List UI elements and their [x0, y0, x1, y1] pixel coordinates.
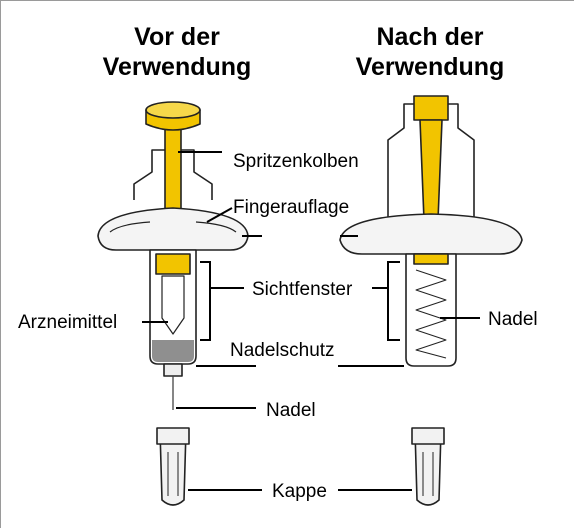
leader-fingerauflage — [206, 207, 233, 223]
bracket-left — [200, 261, 211, 341]
barrel-after — [405, 253, 457, 367]
label-nadel-right: Nadel — [488, 309, 538, 330]
label-sichtfenster: Sichtfenster — [252, 279, 353, 300]
stopper — [155, 253, 191, 275]
leader-lines — [142, 151, 480, 491]
label-spritzenkolben: Spritzenkolben — [233, 151, 359, 172]
heading-after: Nach der Verwendung — [325, 22, 535, 82]
plunger-head-after — [413, 95, 449, 121]
plunger-rod-after — [419, 119, 443, 221]
label-nadel-left: Nadel — [266, 400, 316, 421]
medicine — [152, 340, 194, 362]
stopper-after — [413, 253, 449, 265]
syringe-after — [339, 95, 523, 506]
finger-flange — [97, 207, 249, 251]
spring — [415, 269, 447, 359]
label-nadelschutz: Nadelschutz — [230, 340, 335, 361]
label-fingerauflage: Fingerauflage — [233, 197, 350, 218]
heading-before: Vor der Verwendung — [72, 22, 282, 82]
heading-before-line1: Vor der — [134, 23, 220, 51]
heading-after-line2: Verwendung — [355, 53, 505, 81]
finger-flange-after — [339, 213, 523, 255]
cap-before — [159, 429, 187, 506]
label-kappe: Kappe — [272, 481, 327, 502]
label-arzneimittel: Arzneimittel — [18, 312, 118, 333]
heading-before-line2: Verwendung — [102, 53, 252, 81]
bracket-right — [387, 261, 400, 341]
syringe-before — [97, 101, 249, 506]
heading-after-line1: Nach der — [376, 23, 484, 51]
cap-after — [414, 429, 442, 506]
